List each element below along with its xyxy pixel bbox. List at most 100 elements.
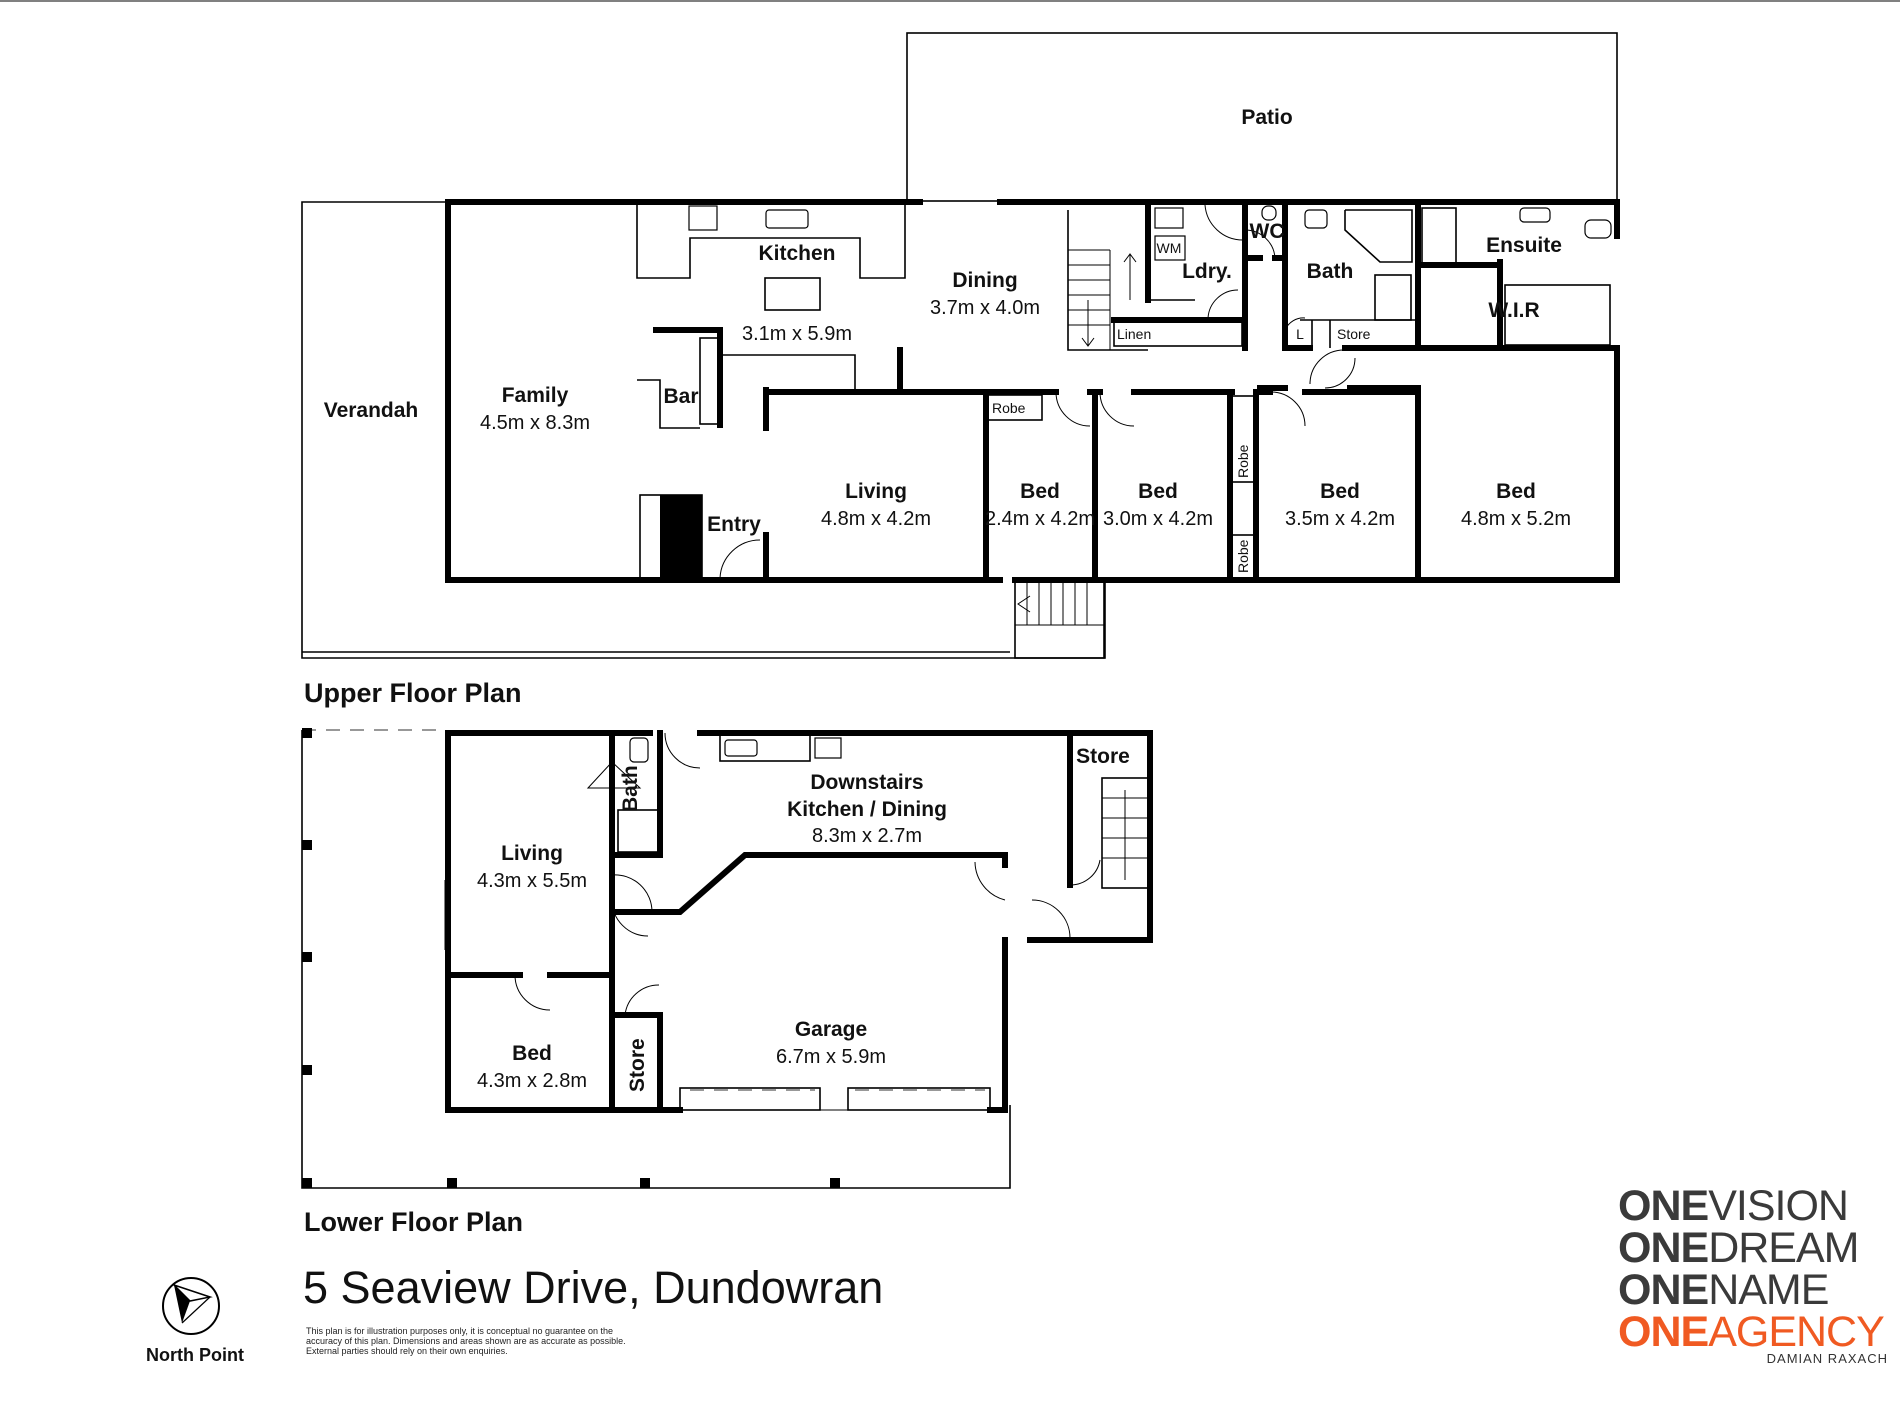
internal-stairs — [1068, 249, 1137, 350]
kitchen-bench — [636, 202, 906, 279]
lower-basin-icon — [629, 737, 649, 763]
logo-line-4-strong: ONE — [1618, 1308, 1709, 1356]
north-point-label: North Point — [146, 1345, 244, 1365]
label-linen: Linen — [1117, 326, 1151, 342]
label-wc: WC — [1250, 220, 1285, 243]
toilet-icon — [1261, 205, 1277, 221]
laundry-tub-icon — [1154, 207, 1184, 229]
logo-line-2-light: DREAM — [1708, 1224, 1859, 1272]
upper-floor-plan — [301, 32, 1620, 659]
kitchen-island — [764, 277, 821, 311]
linen-cupboard — [1113, 321, 1243, 347]
label-ensuite: Ensuite — [1486, 234, 1562, 257]
label-bed-1: Bed — [1020, 480, 1060, 503]
wir-cabinet — [1504, 284, 1611, 346]
label-family-dim: 4.5m x 8.3m — [480, 412, 590, 434]
agency-logo: ONEVISION ONEDREAM ONENAME ONEAGENCY DAM… — [1618, 1182, 1898, 1367]
upper-labels: Patio Verandah Kitchen 3.1m x 5.9m Dinin… — [324, 106, 1571, 573]
label-family: Family — [502, 384, 569, 407]
logo-line-2-strong: ONE — [1618, 1224, 1709, 1272]
label-entry: Entry — [707, 513, 761, 536]
label-garage-dim: 6.7m x 5.9m — [776, 1046, 886, 1068]
washing-machine — [1154, 235, 1186, 261]
entry-door — [719, 539, 761, 579]
label-living-dim: 4.8m x 4.2m — [821, 508, 931, 530]
label-kitchen-dim: 3.1m x 5.9m — [742, 323, 852, 345]
label-kitchen: Kitchen — [758, 242, 835, 265]
north-point-icon — [162, 1277, 220, 1335]
logo-line-4-light: AGENCY — [1708, 1308, 1885, 1356]
label-bed-2-dim: 3.0m x 4.2m — [1103, 508, 1213, 530]
downstairs-sink-icon — [724, 739, 758, 757]
robe-1 — [987, 394, 1043, 421]
wall-east — [1012, 345, 1620, 583]
logo-line-3-light: NAME — [1708, 1266, 1829, 1314]
label-downstairs-kitchen: Kitchen / Dining — [787, 798, 947, 821]
verandah-outline — [301, 201, 1105, 659]
downstairs-bench — [719, 734, 811, 762]
downstairs-cooktop-icon — [814, 737, 842, 759]
lower-floor-plan — [301, 728, 1153, 1189]
deck-posts — [302, 728, 840, 1188]
label-bed-3-dim: 3.5m x 4.2m — [1285, 508, 1395, 530]
label-downstairs-dim: 8.3m x 2.7m — [812, 825, 922, 847]
label-bar: Bar — [663, 385, 698, 408]
logo-line-3-strong: ONE — [1618, 1266, 1709, 1314]
label-robe-2: Robe — [1235, 444, 1251, 478]
ensuite-shower — [1421, 207, 1457, 264]
label-lower-living-dim: 4.3m x 5.5m — [477, 870, 587, 892]
label-lower-bath: Bath — [619, 765, 642, 812]
ensuite-basin-icon — [1519, 207, 1551, 223]
label-downstairs: Downstairs — [810, 771, 923, 794]
label-wir: W.I.R — [1488, 299, 1539, 322]
bed1-walls — [1087, 389, 1098, 583]
label-bath: Bath — [1307, 260, 1354, 283]
living-walls — [763, 389, 989, 583]
bath-basin-icon — [1304, 209, 1328, 229]
bed3-walls — [1302, 389, 1421, 583]
lower-stairs — [1101, 777, 1149, 889]
front-steps — [1014, 581, 1106, 659]
label-garage: Garage — [795, 1018, 867, 1041]
label-ldry: Ldry. — [1182, 260, 1232, 283]
logo-line-1-strong: ONE — [1618, 1182, 1709, 1230]
label-verandah: Verandah — [324, 399, 419, 422]
upper-floor-heading: Upper Floor Plan — [304, 678, 522, 708]
logo-line-3: ONENAME — [1618, 1266, 1898, 1314]
lower-floor-heading: Lower Floor Plan — [304, 1207, 524, 1237]
logo-line-1: ONEVISION — [1618, 1182, 1898, 1230]
lower-wall-east — [1027, 730, 1153, 943]
shower — [1374, 274, 1412, 321]
label-lower-living: Living — [501, 842, 563, 865]
ensuite-toilet-icon — [1584, 219, 1612, 239]
label-patio: Patio — [1241, 106, 1292, 129]
sink-icon — [765, 209, 809, 229]
logo-line-2: ONEDREAM — [1618, 1224, 1898, 1272]
garage-north-wall — [609, 852, 1008, 915]
lower-shower — [617, 809, 659, 853]
label-wm: WM — [1157, 240, 1182, 256]
label-bed-1-dim: 2.4m x 4.2m — [985, 508, 1095, 530]
label-dining: Dining — [952, 269, 1017, 292]
label-lower-bed-dim: 4.3m x 2.8m — [477, 1070, 587, 1092]
label-lower-bed: Bed — [512, 1042, 552, 1065]
label-lower-store-2: Store — [626, 1038, 649, 1092]
garage-doors — [679, 1087, 991, 1111]
lower-labels: Bath Downstairs Kitchen / Dining 8.3m x … — [477, 745, 1130, 1092]
label-bed-3: Bed — [1320, 480, 1360, 503]
property-address: 5 Seaview Drive, Dundowran — [303, 1262, 884, 1313]
disclaimer-text: This plan is for illustration purposes o… — [306, 1326, 626, 1356]
label-l: L — [1296, 326, 1304, 342]
logo-subtitle: DAMIAN RAXACH — [1766, 1351, 1888, 1366]
label-robe-1: Robe — [992, 400, 1026, 416]
label-bed-4-dim: 4.8m x 5.2m — [1461, 508, 1571, 530]
label-bed-4: Bed — [1496, 480, 1536, 503]
label-living: Living — [845, 480, 907, 503]
label-robe-3: Robe — [1235, 539, 1251, 573]
logo-line-4: ONEAGENCY — [1618, 1308, 1898, 1356]
label-store: Store — [1337, 326, 1371, 342]
lower-wall-west — [445, 730, 663, 1113]
label-lower-store: Store — [1076, 745, 1130, 768]
cooktop-icon — [688, 205, 718, 231]
